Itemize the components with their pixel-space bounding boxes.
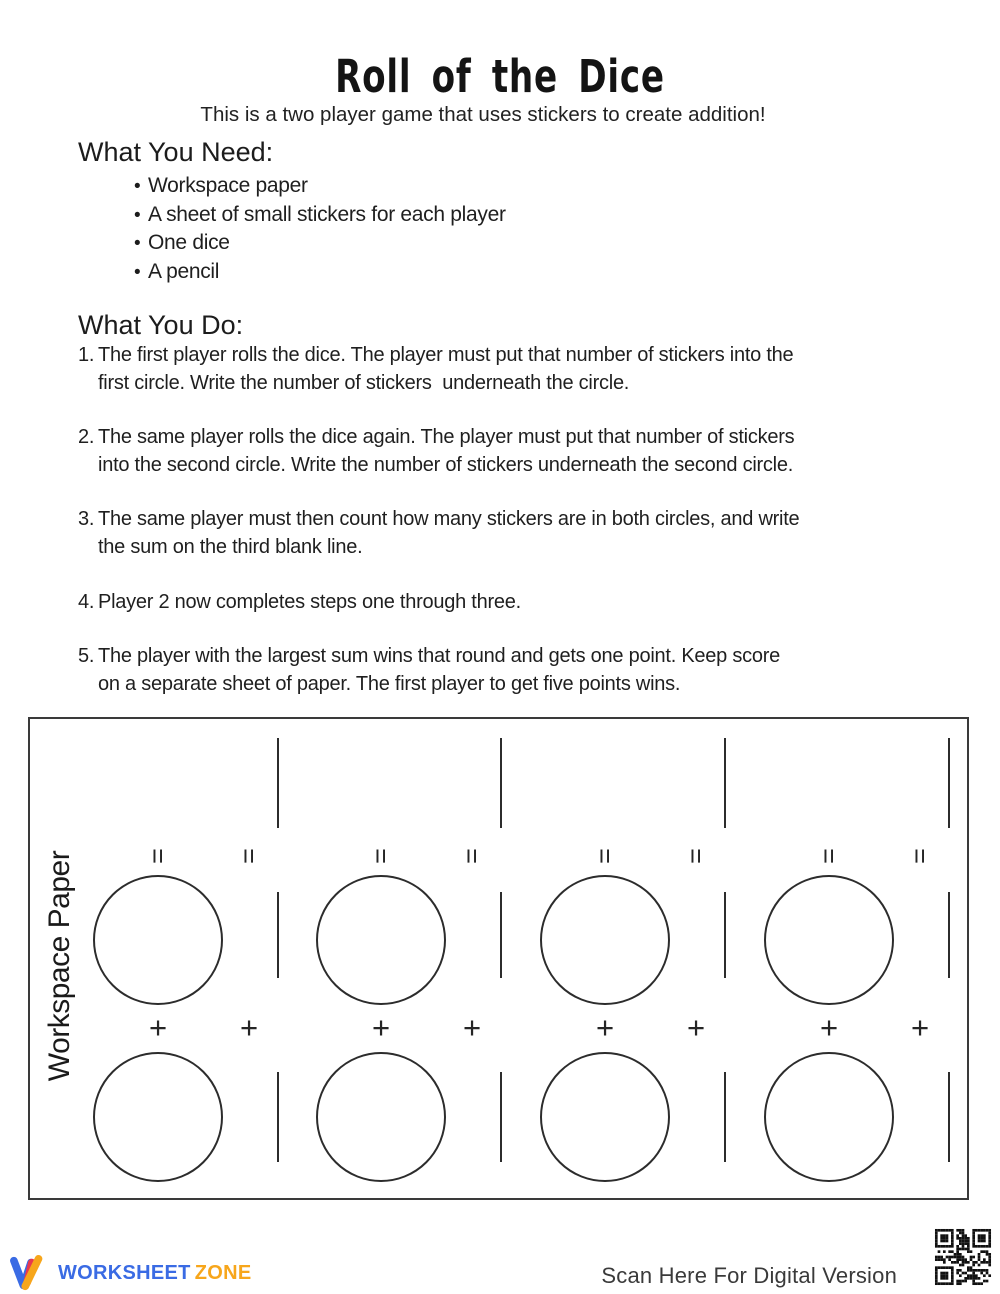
qr-code-icon [933, 1227, 993, 1287]
number-blank-line [724, 892, 726, 978]
sum-blank-line [724, 738, 726, 828]
scan-here-text: Scan Here For Digital Version [601, 1263, 897, 1288]
list-item-label: A sheet of small stickers for each playe… [148, 202, 506, 226]
list-item-label: Workspace paper [148, 174, 308, 197]
step-text: The player with the largest sum wins tha… [98, 645, 781, 695]
page-title-wrap: Roll of the Dice [0, 50, 1000, 103]
step-number: 5. [78, 645, 95, 668]
sticker-circle [316, 1052, 446, 1182]
bullet-icon: • [134, 204, 141, 226]
sticker-circle [540, 1052, 670, 1182]
number-blank-line [277, 892, 279, 978]
equals-symbol: = [681, 848, 711, 864]
logo-word-worksheet: WORKSHEET [58, 1261, 191, 1284]
step-number: 1. [78, 344, 95, 366]
workspace-box: = = + + = = + + = = + + = = + + [28, 717, 969, 1200]
equals-symbol: = [814, 848, 844, 864]
page-subtitle: This is a two player game that uses stic… [200, 103, 766, 126]
plus-symbol: + [910, 1010, 930, 1045]
workspace-problem-group: = = + + [316, 719, 506, 1198]
plus-symbol: + [686, 1010, 706, 1045]
list-item: • Workspace paper [134, 172, 506, 201]
step-text: Player 2 now completes steps one through… [98, 590, 521, 613]
workspace-problem-group: = = + + [540, 719, 730, 1198]
number-blank-line [277, 1072, 279, 1162]
plus-symbol: + [595, 1010, 615, 1045]
list-item: • A sheet of small stickers for each pla… [134, 201, 506, 230]
sticker-circle [93, 1052, 223, 1182]
step-text: The first player rolls the dice. The pla… [98, 344, 794, 394]
instruction-step: 3. The same player must then count how m… [78, 506, 918, 561]
sticker-circle [316, 875, 446, 1005]
number-blank-line [724, 1072, 726, 1162]
workspace-label: Workspace Paper [43, 850, 76, 1082]
step-text: The same player must then count how many… [98, 508, 800, 558]
sticker-circle [93, 875, 223, 1005]
workspace-problem-group: = = + + [93, 719, 283, 1198]
worksheet-zone-logo-icon [8, 1254, 52, 1292]
step-number: 2. [78, 426, 95, 449]
number-blank-line [948, 1072, 950, 1162]
instruction-step: 1. The first player rolls the dice. The … [78, 342, 918, 397]
equals-symbol: = [905, 848, 935, 864]
list-item: • One dice [134, 229, 506, 258]
plus-symbol: + [462, 1010, 482, 1045]
logo-word-zone: ZONE [194, 1261, 252, 1284]
step-text: The same player rolls the dice again. Th… [98, 426, 795, 476]
step-number: 4. [78, 590, 95, 613]
instruction-steps: 1. The first player rolls the dice. The … [78, 342, 918, 725]
what-you-need-list: • Workspace paper • A sheet of small sti… [134, 172, 506, 286]
sticker-circle [764, 875, 894, 1005]
workspace-problem-group: = = + + [764, 719, 954, 1198]
equals-symbol: = [590, 848, 620, 864]
page-title: Roll of the Dice [335, 50, 665, 103]
plus-symbol: + [148, 1010, 168, 1045]
list-item-label: One dice [148, 231, 230, 255]
sticker-circle [540, 875, 670, 1005]
sticker-circle [764, 1052, 894, 1182]
sum-blank-line [500, 738, 502, 828]
equals-symbol: = [366, 848, 396, 864]
sum-blank-line [948, 738, 950, 828]
bullet-icon: • [134, 176, 141, 197]
equals-symbol: = [143, 848, 173, 864]
what-you-do-heading: What You Do: [78, 310, 244, 340]
bullet-icon: • [134, 261, 141, 283]
number-blank-line [500, 1072, 502, 1162]
list-item-label: A pencil [148, 259, 220, 283]
bullet-icon: • [134, 233, 141, 255]
instruction-step: 5. The player with the largest sum wins … [78, 643, 918, 698]
instruction-step: 2. The same player rolls the dice again.… [78, 424, 918, 479]
number-blank-line [500, 892, 502, 978]
instruction-step: 4. Player 2 now completes steps one thro… [78, 589, 918, 617]
number-blank-line [948, 892, 950, 978]
what-you-need-heading: What You Need: [78, 137, 274, 167]
equals-symbol: = [457, 848, 487, 864]
plus-symbol: + [819, 1010, 839, 1045]
step-number: 3. [78, 508, 95, 531]
sum-blank-line [277, 738, 279, 828]
equals-symbol: = [234, 848, 264, 864]
plus-symbol: + [371, 1010, 391, 1045]
list-item: • A pencil [134, 258, 506, 287]
plus-symbol: + [239, 1010, 259, 1045]
